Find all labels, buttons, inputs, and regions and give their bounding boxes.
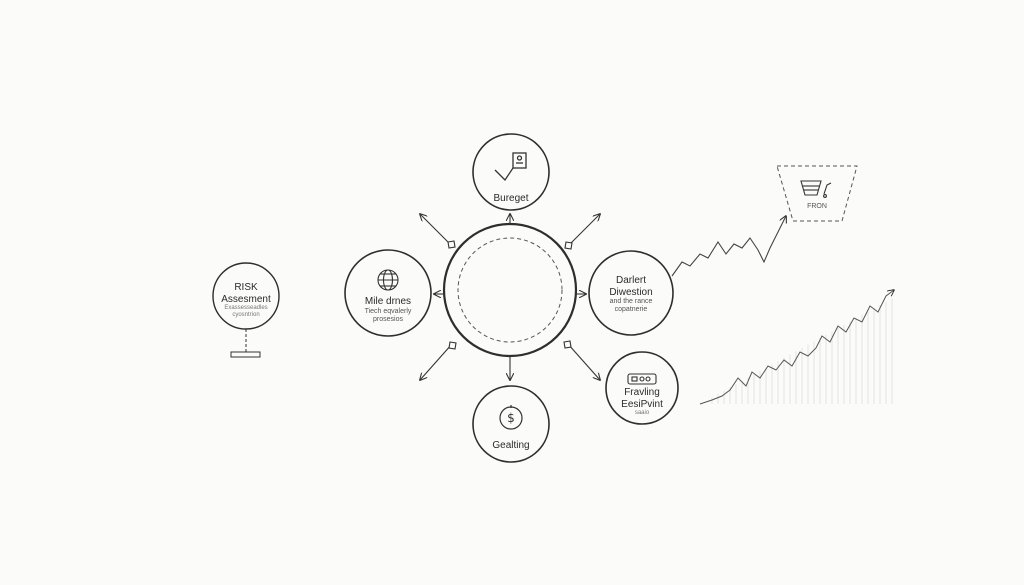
dashboard-desc-1: and the rance: [609, 298, 653, 305]
check-clipboard-icon: [494, 152, 527, 182]
node-funding: [472, 385, 550, 463]
svg-text:$: $: [507, 411, 515, 425]
tracking-desc-1: saaio: [634, 410, 650, 416]
dashboard-title: Darlert: [615, 275, 646, 286]
milestones-title: Mile drnes: [364, 296, 412, 307]
callout-label: FRON: [807, 203, 827, 210]
tracking-title: Fravling: [624, 387, 660, 398]
central-hub: [442, 222, 578, 358]
milestones-desc-1: Tiech eqvalerly: [364, 307, 412, 315]
tracking-text: Fravling EesiPvint saaio: [597, 387, 687, 417]
dashboard-subtitle: Diwestion: [609, 286, 653, 298]
node-risk: [212, 262, 280, 358]
risk-text: RISK Assesment Exassesseadles cyosntrion: [206, 282, 286, 319]
dashboard-desc-2: copatnerie: [614, 306, 648, 314]
milestones-desc-2: prosesios: [373, 315, 403, 323]
trend-area-lower: [699, 290, 894, 405]
node-milestones: [344, 249, 432, 337]
callout-box: [776, 165, 858, 222]
risk-desc-2: cyosntrion: [232, 311, 260, 318]
node-dashboard: [588, 250, 674, 336]
node-tracking: [605, 351, 679, 425]
milestones-text: Mile drnes Tiech eqvalerly prosesios: [338, 296, 438, 324]
budget-label: Bureget: [493, 193, 529, 204]
risk-desc-1: Exassesseadles: [224, 305, 268, 311]
risk-title: RISK: [234, 282, 258, 293]
dollar-clock-icon: $: [499, 405, 523, 430]
gauge-display-icon: [627, 373, 657, 385]
cart-icon: [800, 180, 832, 198]
hub-connectors: [434, 214, 586, 380]
diagonal-arrows: [420, 214, 600, 380]
dashboard-text: Darlert Diwestion and the rance copatner…: [581, 275, 681, 314]
funding-label: Gealting: [492, 440, 530, 451]
trend-line-upper: [671, 216, 786, 277]
globe-icon: [377, 269, 399, 291]
tracking-subtitle: EesiPvint: [621, 398, 663, 410]
risk-subtitle: Assesment: [221, 293, 271, 305]
